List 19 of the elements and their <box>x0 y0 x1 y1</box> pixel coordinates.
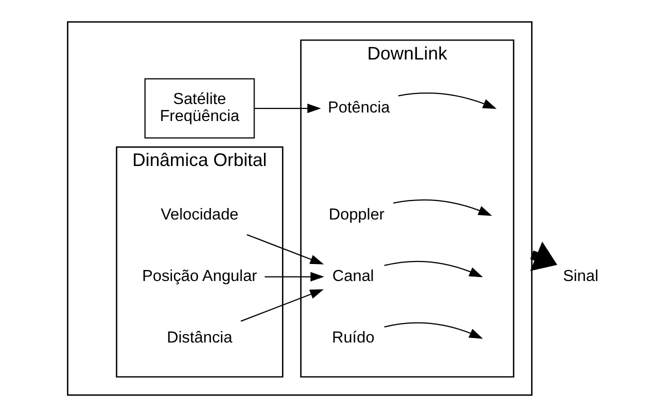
node-text: Ruído <box>331 329 374 346</box>
arrow <box>254 104 321 114</box>
arrow <box>384 260 482 278</box>
node-text: Potência <box>327 100 390 117</box>
arrow <box>384 322 482 339</box>
node-text: Sinal <box>562 268 598 285</box>
node-text: Distância <box>166 329 232 346</box>
node-text: Posição Angular <box>142 268 257 285</box>
arrow <box>240 289 324 322</box>
arrow <box>398 92 496 109</box>
node-text: Canal <box>332 268 374 285</box>
node-box: Satélite Freqüência <box>144 78 254 139</box>
arrow <box>246 234 324 264</box>
cluster <box>66 21 532 396</box>
arrow <box>530 242 557 272</box>
node-text: Velocidade <box>160 206 238 224</box>
arrow <box>392 199 492 216</box>
node-text: Doppler <box>328 206 384 224</box>
arrow <box>264 272 324 282</box>
